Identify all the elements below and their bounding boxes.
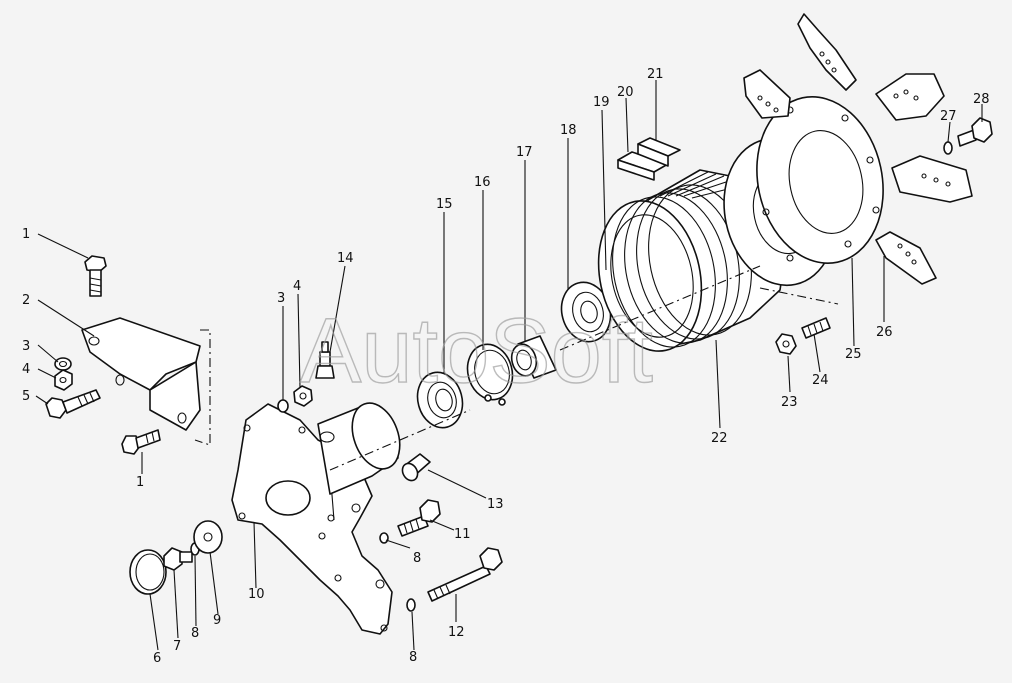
callout-8-left: 8 bbox=[191, 626, 199, 641]
callout-21: 21 bbox=[647, 67, 664, 82]
bolt-28 bbox=[957, 117, 993, 147]
bolt-1-top bbox=[84, 255, 107, 297]
callout-9: 9 bbox=[213, 613, 221, 628]
stud-axis-line bbox=[759, 287, 839, 305]
callout-1-lower: 1 bbox=[136, 475, 144, 490]
callout-24: 24 bbox=[812, 373, 829, 388]
callout-3-left: 3 bbox=[22, 339, 30, 354]
bearing-15 bbox=[416, 371, 464, 429]
leader-lines bbox=[35, 80, 983, 651]
flange-hub-25 bbox=[723, 96, 884, 287]
snap-ring-16 bbox=[466, 343, 514, 406]
callout-10: 10 bbox=[248, 587, 265, 602]
callout-25: 25 bbox=[845, 347, 862, 362]
callout-1-top: 1 bbox=[22, 227, 30, 242]
bearing-18 bbox=[560, 281, 612, 343]
washer-8-low bbox=[406, 598, 416, 612]
shaft-housing bbox=[317, 402, 401, 495]
bolt-11 bbox=[397, 499, 441, 537]
callout-12: 12 bbox=[448, 625, 465, 640]
nut-23 bbox=[775, 333, 797, 355]
callout-22: 22 bbox=[711, 431, 728, 446]
callout-28: 28 bbox=[973, 92, 990, 107]
bracket-centerline bbox=[194, 329, 211, 446]
washer-4-left bbox=[54, 369, 73, 391]
nut-3-left bbox=[54, 357, 72, 371]
fan-rivets bbox=[757, 51, 951, 265]
callout-2: 2 bbox=[22, 293, 30, 308]
callout-6: 6 bbox=[153, 651, 161, 666]
bolt-7 bbox=[163, 547, 193, 571]
callout-27: 27 bbox=[940, 109, 957, 124]
cap-6 bbox=[129, 549, 167, 595]
pin-13 bbox=[401, 453, 431, 482]
callout-4-left: 4 bbox=[22, 362, 30, 377]
callout-15: 15 bbox=[436, 197, 453, 212]
callout-7: 7 bbox=[173, 639, 181, 654]
callout-26: 26 bbox=[876, 325, 893, 340]
washer-27 bbox=[943, 141, 953, 155]
callout-18: 18 bbox=[560, 123, 577, 138]
callout-8-mid: 8 bbox=[413, 551, 421, 566]
washer-3-center bbox=[277, 399, 289, 413]
callout-5: 5 bbox=[22, 389, 30, 404]
watermark: AutoSoft bbox=[300, 300, 653, 402]
washer-8-mid bbox=[379, 532, 389, 544]
fan-26 bbox=[743, 13, 973, 285]
callout-11: 11 bbox=[454, 527, 471, 542]
callout-13: 13 bbox=[487, 497, 504, 512]
bolt-5 bbox=[45, 389, 101, 419]
main-axis-line bbox=[329, 265, 761, 471]
callout-20: 20 bbox=[617, 85, 634, 100]
callout-3-center: 3 bbox=[277, 291, 285, 306]
spacer-9 bbox=[193, 520, 223, 554]
bolt-12 bbox=[427, 547, 503, 602]
callout-19: 19 bbox=[593, 95, 610, 110]
callout-16: 16 bbox=[474, 175, 491, 190]
bolt-1-lower bbox=[121, 429, 161, 455]
callout-14: 14 bbox=[337, 251, 354, 266]
callout-17: 17 bbox=[516, 145, 533, 160]
grease-nipple-14 bbox=[315, 341, 335, 379]
sleeve-17 bbox=[510, 335, 557, 379]
callout-23: 23 bbox=[781, 395, 798, 410]
stud-24 bbox=[801, 317, 831, 339]
callout-4-center: 4 bbox=[293, 279, 301, 294]
callout-8-low: 8 bbox=[409, 650, 417, 665]
nut-4-center bbox=[293, 385, 313, 407]
bracket-2 bbox=[81, 317, 201, 431]
key-21 bbox=[637, 137, 681, 167]
